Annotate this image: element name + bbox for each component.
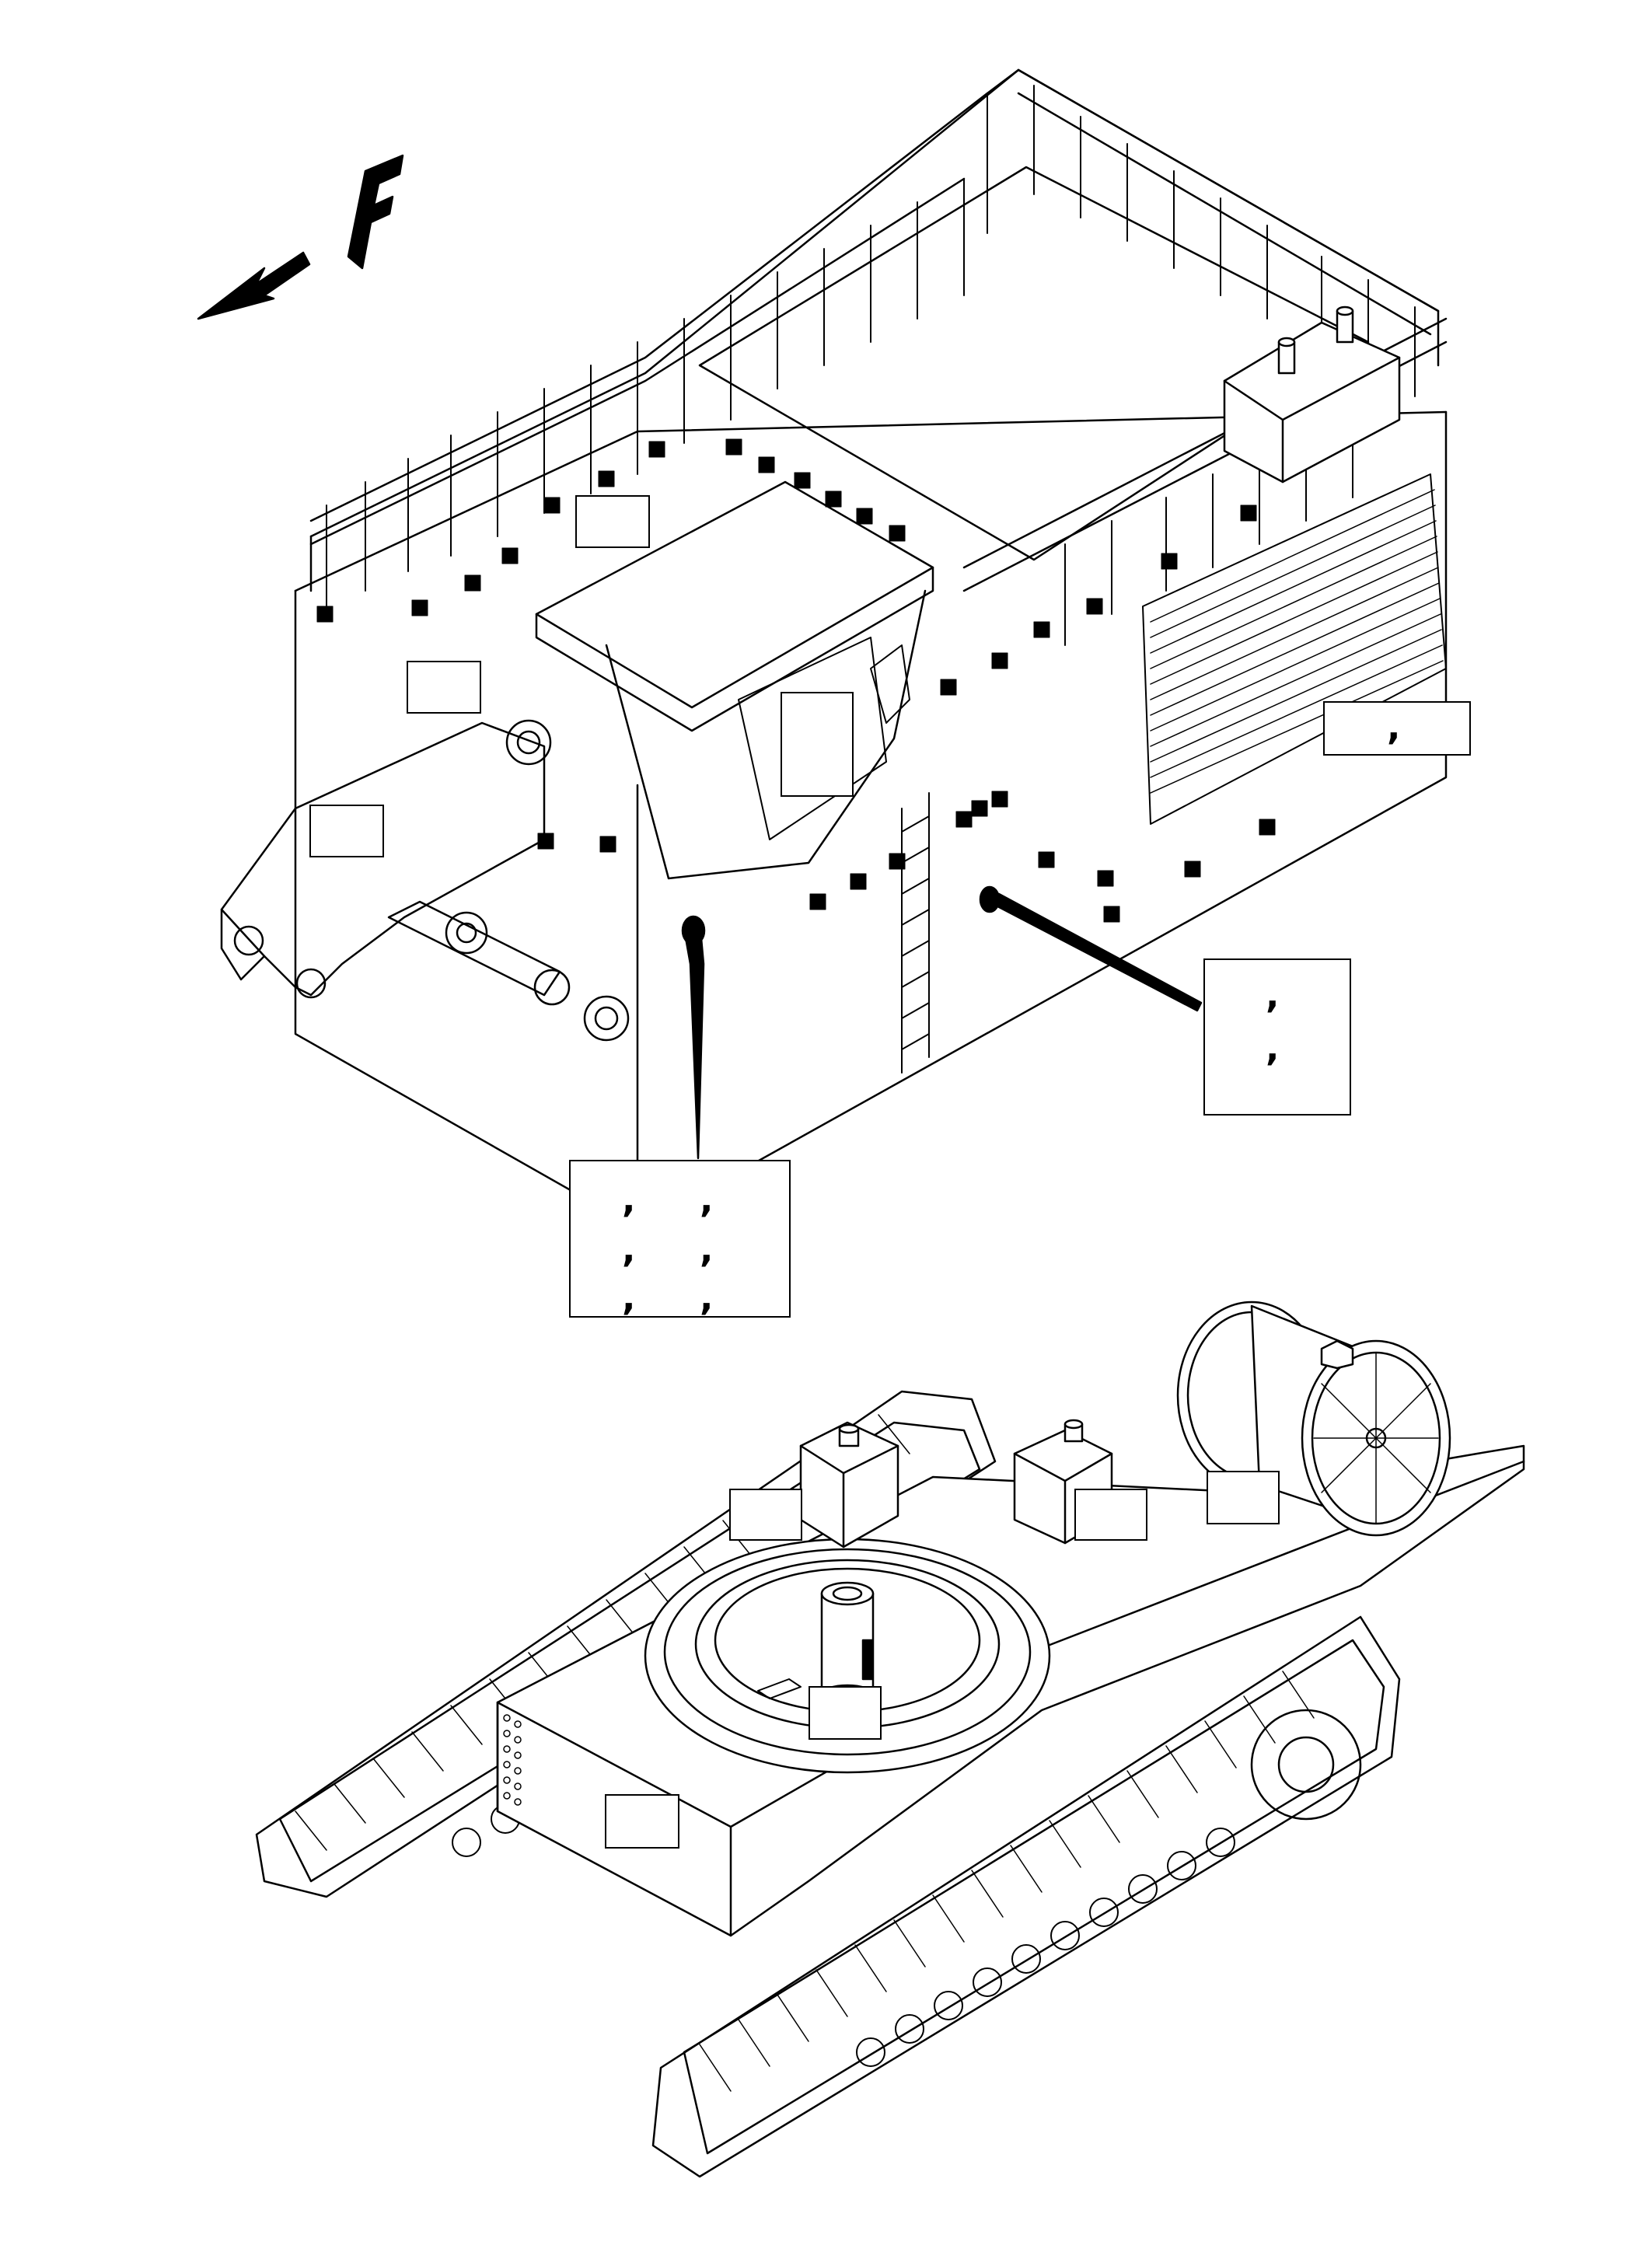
callout-box-b — [407, 661, 481, 714]
callout-label-h-2b: , — [700, 1228, 714, 1270]
callout-box-h: , , , , , , — [569, 1160, 791, 1318]
crawler-undercarriage-icon — [255, 1301, 1525, 2178]
callout-box-i — [729, 1489, 802, 1541]
callout-box-f: , — [1323, 701, 1471, 756]
front-direction-arrow-icon — [197, 154, 404, 320]
cable-reel-icon — [1176, 1301, 1451, 1537]
callout-box-a — [575, 495, 650, 548]
callout-label-g-2: , — [1266, 1027, 1280, 1069]
callout-label-f: , — [1387, 706, 1401, 748]
callout-box-m — [605, 1794, 679, 1849]
slew-ring-icon — [644, 1538, 1051, 1774]
callout-box-j — [1074, 1489, 1147, 1541]
excavator-upper-structure-icon — [220, 68, 1448, 1230]
callout-box-d — [781, 692, 854, 797]
callout-label-h-3a: , — [622, 1276, 636, 1318]
callout-box-c — [309, 805, 384, 857]
callout-label-h-1b: , — [700, 1178, 714, 1220]
callout-label-h-3b: , — [700, 1276, 714, 1318]
callout-label-g-1: , — [1266, 974, 1280, 1016]
callout-box-g: , , — [1203, 958, 1351, 1116]
callout-label-h-1a: , — [622, 1178, 636, 1220]
callout-label-h-2a: , — [622, 1228, 636, 1270]
callout-box-k — [1207, 1471, 1280, 1524]
callout-box-l — [809, 1686, 882, 1740]
